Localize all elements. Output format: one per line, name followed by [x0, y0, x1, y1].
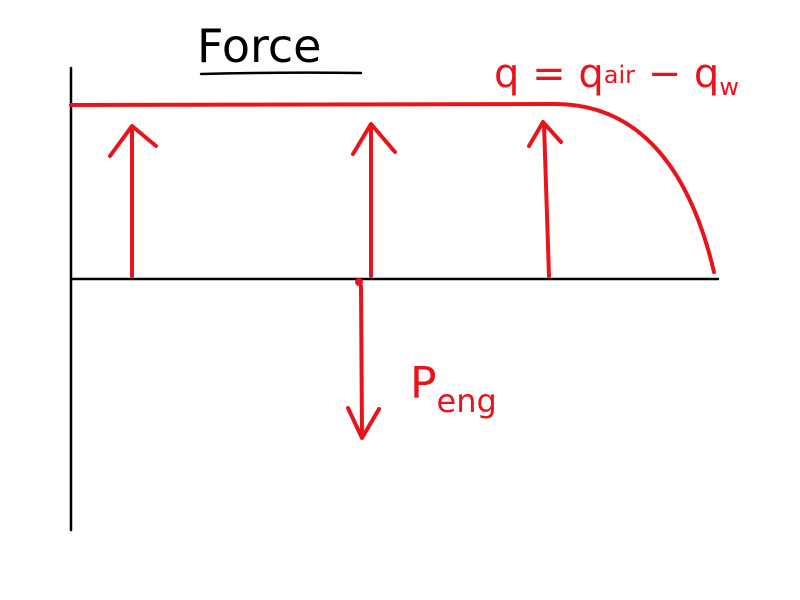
- eng-subscript: eng: [437, 382, 497, 420]
- p-text: P: [410, 358, 437, 409]
- diagram-title: Force: [197, 19, 321, 73]
- downward-point-load-arrow: [346, 284, 381, 440]
- q-equals-text: q = q: [494, 51, 604, 97]
- air-subscript: air: [604, 61, 635, 89]
- upward-load-arrow: [108, 124, 158, 278]
- w-subscript: w: [719, 73, 739, 101]
- title-underline: [199, 71, 363, 76]
- distributed-load-label: q = qair − qw: [494, 51, 739, 101]
- upward-load-arrow: [527, 120, 563, 278]
- minus-q-text: − q: [635, 51, 719, 97]
- upward-load-arrow: [351, 122, 397, 278]
- point-load-label: Peng: [410, 358, 497, 420]
- distributed-load-curve: [69, 102, 716, 274]
